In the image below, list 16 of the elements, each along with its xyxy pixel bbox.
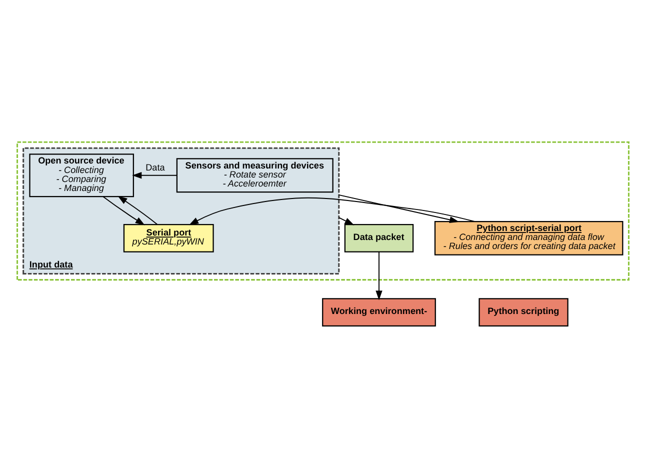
cluster <box>16 140 630 280</box>
edge-label: Data <box>146 162 165 172</box>
node-box: Open source device - Collecting - Comparing - Managing <box>29 153 134 197</box>
arrow <box>188 196 475 225</box>
arrow <box>376 250 382 300</box>
node-box: Sensors and measuring devices - Rotate sensor - Acceleroemter <box>176 158 334 192</box>
arrow <box>118 195 158 224</box>
node-box: Serial port pySERIAL,pyWIN <box>123 224 214 252</box>
arrow <box>132 172 178 178</box>
node-box: Data packet <box>344 224 414 252</box>
node-box: Python scripting <box>478 298 568 326</box>
arrow <box>102 196 145 225</box>
node-box: Working environment- <box>322 298 436 326</box>
arrow <box>338 216 354 225</box>
arrow <box>338 194 460 223</box>
node-box: Python script-serial port - Connecting and managing data flow - Rules and orders for creating data packet <box>434 220 624 255</box>
